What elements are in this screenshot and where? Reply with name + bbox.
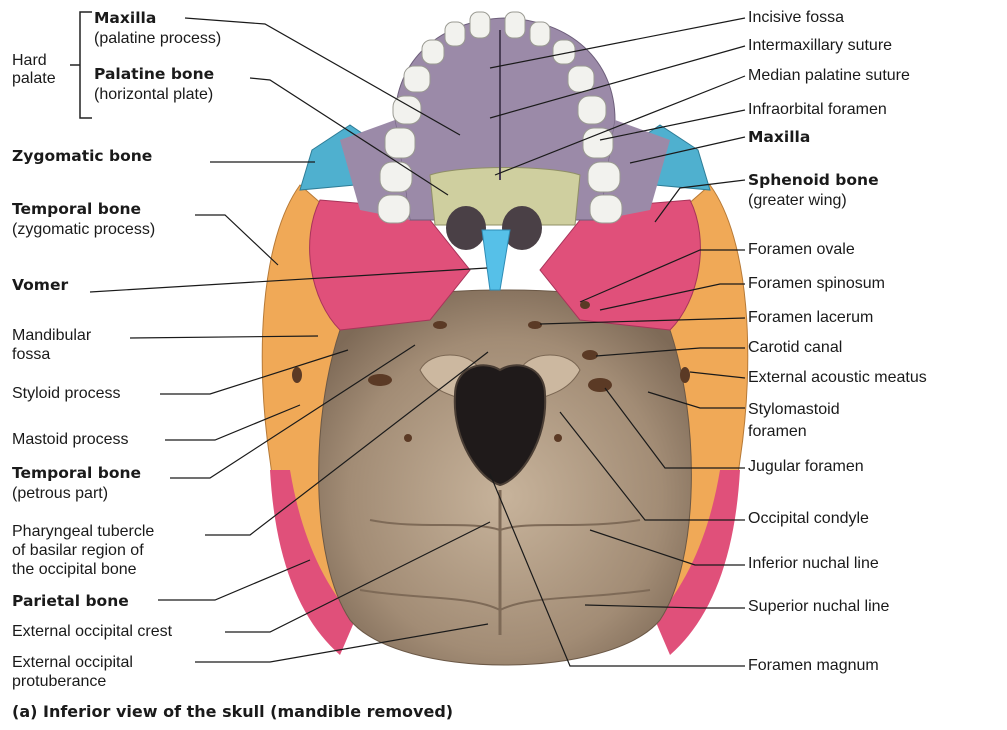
label-superior-nuchal-line: Superior nuchal line [748,598,890,615]
maxilla-lateral-right [600,120,670,220]
label-temporal-title: Temporal bone [12,200,142,218]
label-vomer: Vomer [12,276,69,294]
label-maxilla: Maxilla [748,128,811,146]
label-mastoid-process: Mastoid process [12,431,129,448]
label-incisive-fossa: Incisive fossa [748,9,845,26]
label-parietal-bone: Parietal bone [12,592,129,610]
label-inferior-nuchal-line: Inferior nuchal line [748,555,879,572]
label-external-occipital-crest: External occipital crest [12,623,173,640]
label-temporal-sub: (zygomatic process) [12,221,156,238]
sphenoid-bone-left [309,199,471,331]
figure-caption: (a) Inferior view of the skull (mandible… [12,702,454,721]
label-styloid-process: Styloid process [12,385,121,402]
label-occipital-condyle: Occipital condyle [748,510,869,527]
label-median-palatine-suture: Median palatine suture [748,67,910,84]
vomer [481,229,511,291]
label-hard-palate: Hard palate [12,52,56,87]
label-foramen-lacerum: Foramen lacerum [748,309,874,326]
label-sphenoid-bone: Sphenoid bone (greater wing) [748,170,879,211]
label-zygomatic-bone: Zygomatic bone [12,147,153,165]
label-palatine-title: Palatine bone [94,65,215,83]
label-mandibular-fossa: Mandibular fossa [12,327,92,363]
label-pharyngeal-tubercle: Pharyngeal tubercle of basilar region of… [12,523,155,578]
label-maxilla-palatine-process: Maxilla (palatine process) [94,8,221,49]
teeth [377,11,623,224]
label-foramen-ovale: Foramen ovale [748,241,855,258]
label-external-occipital-protuberance: External occipital protuberance [12,654,133,690]
label-sphenoid-title: Sphenoid bone [748,171,879,189]
label-maxilla-sub: (palatine process) [94,30,222,47]
label-carotid-canal: Carotid canal [748,339,843,356]
label-palatine-bone: Palatine bone (horizontal plate) [94,64,214,105]
label-foramen-spinosum: Foramen spinosum [748,275,885,292]
label-temporal-petrous-title: Temporal bone [12,464,142,482]
label-jugular-foramen: Jugular foramen [748,458,864,475]
foramen-magnum [453,364,547,487]
label-palatine-sub: (horizontal plate) [94,86,214,103]
choana-right [502,206,542,250]
label-maxilla-title: Maxilla [94,9,157,27]
choana-left [446,206,486,250]
label-infraorbital-foramen: Infraorbital foramen [748,101,887,118]
label-temporal-petrous: Temporal bone (petrous part) [12,463,141,504]
label-stylomastoid-foramen: Stylomastoid foramen [748,401,840,440]
label-foramen-magnum: Foramen magnum [748,657,879,674]
label-sphenoid-sub: (greater wing) [748,192,847,209]
label-external-acoustic-meatus: External acoustic meatus [748,369,927,386]
parietal-bone-right [655,470,740,655]
label-temporal-petrous-sub: (petrous part) [12,485,109,502]
label-intermaxillary-suture: Intermaxillary suture [748,37,893,54]
parietal-bone-left [270,470,355,655]
label-temporal-zygomatic: Temporal bone (zygomatic process) [12,199,155,240]
